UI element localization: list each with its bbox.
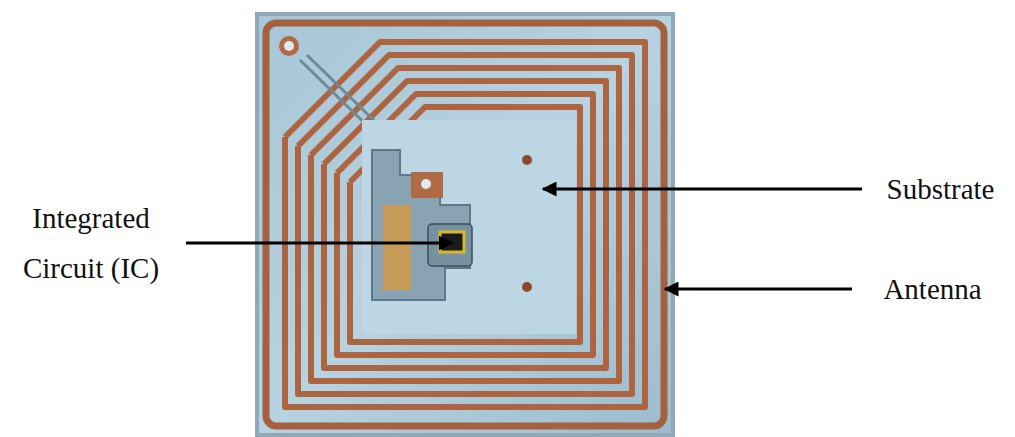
antenna-windings <box>285 42 645 407</box>
leader-arrow <box>665 288 852 291</box>
pad-hole <box>284 41 294 51</box>
via-dot <box>522 155 532 165</box>
callout-label: Substrate <box>868 164 1013 214</box>
antenna-turn <box>298 55 632 394</box>
tag-frame <box>255 12 675 437</box>
leader-arrow <box>186 242 452 245</box>
chip-pad <box>411 172 443 198</box>
callout-label: Integrated Circuit (IC) <box>0 193 182 293</box>
antenna-turn <box>324 81 606 368</box>
pad-hole <box>421 179 431 189</box>
chip-mount <box>428 224 472 266</box>
tag-substrate <box>259 16 671 433</box>
antenna-turn <box>350 107 580 342</box>
leader-arrow <box>543 188 862 191</box>
callout-label: Antenna <box>860 264 1005 314</box>
inner-substrate <box>362 120 576 334</box>
antenna-outer-band <box>266 23 664 426</box>
antenna-pad <box>279 36 299 56</box>
antenna-turn <box>337 94 593 355</box>
gold-contact <box>383 205 411 290</box>
antenna-turn <box>285 42 645 407</box>
via-dot <box>522 282 532 292</box>
